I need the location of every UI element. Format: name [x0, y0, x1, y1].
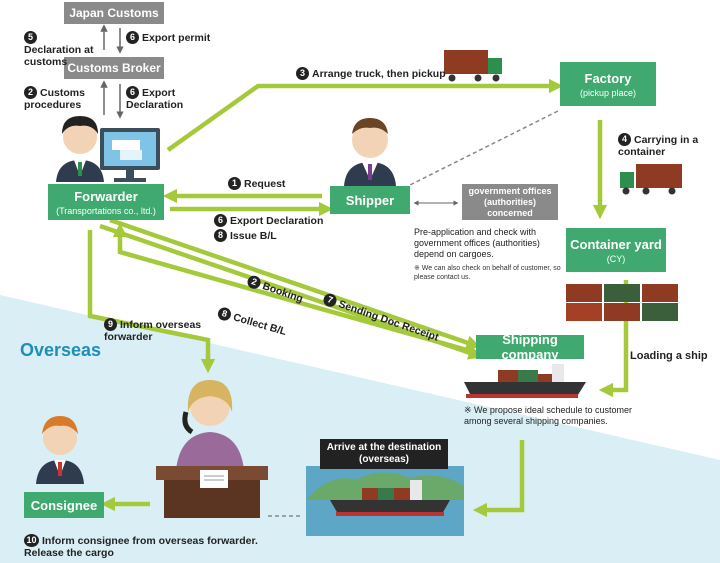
factory-sub: (pickup place): [579, 87, 637, 98]
shipper-title: Shipper: [345, 192, 395, 208]
truck-icon-2: [620, 164, 682, 195]
arrive-destination-label: Arrive at the destination (overseas): [326, 442, 442, 465]
gov-offices-label: government offices (authorities) concern…: [468, 185, 552, 218]
gov-text: Pre-application and check with governmen…: [414, 227, 540, 259]
arrow-collect-bl: [112, 222, 475, 355]
shipping-company-box: Shipping company: [476, 332, 584, 362]
step-9-number: 9: [104, 318, 117, 331]
forwarder-box: Forwarder (Transportations co., ltd.): [48, 184, 164, 220]
container-yard-sub: (CY): [606, 253, 626, 264]
consignee-title: Consignee: [30, 497, 98, 513]
step-6a-number: 6: [126, 31, 139, 44]
computer-icon: [100, 128, 160, 182]
step-6c-number: 6: [214, 214, 227, 227]
overseas-label: Overseas: [20, 340, 102, 360]
shipping-company-title: Shipping company: [501, 332, 559, 362]
step-6b-number: 6: [126, 86, 139, 99]
gov-note: ※ We can also check on behalf of custome…: [414, 265, 561, 281]
step-4-number: 4: [618, 133, 631, 146]
destination-port-scene: [306, 466, 464, 536]
japan-customs-box: Japan Customs: [64, 2, 164, 24]
step-1-number: 1: [228, 177, 241, 190]
shipper-box: Shipper: [330, 186, 410, 214]
arrow-inform-overseas: [87, 230, 216, 374]
factory-title: Factory: [584, 70, 632, 86]
container-stack-icon: [566, 284, 678, 321]
consignee-person-icon: [36, 416, 84, 484]
arrow-ship-to-destination: [472, 440, 525, 518]
consignee-box: Consignee: [24, 492, 104, 518]
forwarder-title: Forwarder: [74, 188, 138, 204]
schedule-note: ※ We propose ideal schedule to customer …: [464, 405, 632, 426]
step-5-label: 5Declaration at customs: [24, 31, 94, 68]
step-10-number: 10: [24, 534, 39, 547]
step-3-number: 3: [296, 67, 309, 80]
customs-broker-box: Customs Broker: [64, 57, 164, 79]
container-yard-box: Container yard (CY): [566, 228, 666, 272]
arrow-doc-receipt: [109, 217, 481, 350]
step-2a-number: 2: [24, 86, 37, 99]
step-8a-number: 8: [214, 229, 227, 242]
desk-icon: [156, 466, 268, 518]
arrive-destination-box: Arrive at the destination (overseas): [320, 439, 448, 469]
customs-arrows: [100, 24, 124, 119]
customs-broker-label: Customs Broker: [67, 61, 161, 75]
japan-customs-label: Japan Customs: [69, 6, 159, 20]
forwarder-sub: (Transportations co., ltd.): [56, 205, 156, 216]
forwarder-person-icon: [56, 116, 104, 182]
truck-icon-1: [444, 50, 502, 82]
container-yard-title: Container yard: [570, 236, 662, 252]
operator-person-icon: [176, 380, 244, 470]
factory-box: Factory (pickup place): [560, 62, 656, 106]
loading-ship-label: Loading a ship: [630, 350, 708, 362]
cargo-ship-icon-1: [464, 364, 586, 398]
arrow-arrange-truck: [166, 78, 564, 152]
shipper-person-icon: [344, 118, 396, 186]
gov-offices-box: government offices (authorities) concern…: [462, 184, 558, 220]
step-5-number: 5: [24, 31, 37, 44]
